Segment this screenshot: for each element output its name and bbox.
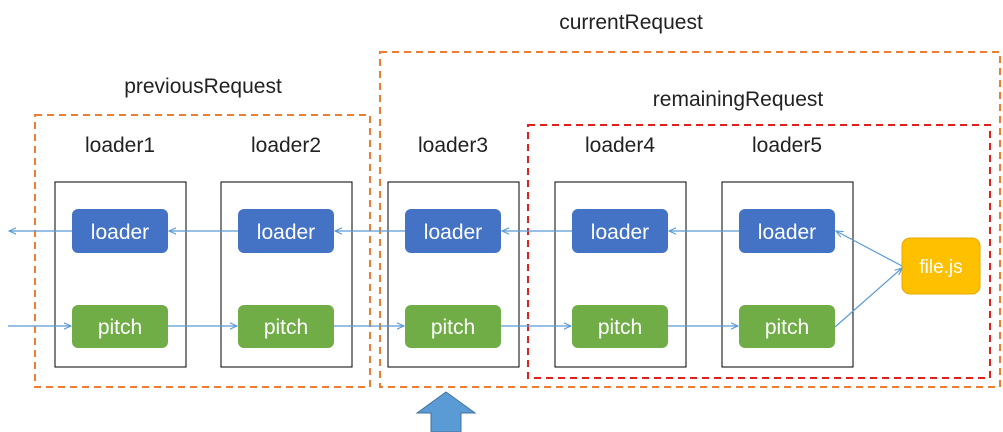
- current-request-region: [379, 51, 1001, 388]
- remaining-request-label: remainingRequest: [653, 88, 824, 111]
- loader-title: loader2: [251, 134, 321, 157]
- pitch-phase-arrows: [8, 268, 902, 327]
- current-loader-up-arrow: [415, 391, 477, 432]
- normal-loader-label: loader: [257, 221, 315, 244]
- loader-column-1: loader1 loader pitch: [54, 134, 187, 368]
- current-request-label: currentRequest: [559, 11, 703, 34]
- normal-loader-node: [739, 209, 835, 253]
- normal-loader-node: [238, 209, 334, 253]
- previous-request-label: previousRequest: [124, 75, 282, 98]
- remaining-request-region: [527, 124, 991, 379]
- normal-loader-node: [572, 209, 668, 253]
- normal-loader-label: loader: [91, 221, 149, 244]
- normal-loader-node: [405, 209, 501, 253]
- loader-column-5: loader5 loader pitch: [721, 134, 854, 368]
- loader-title: loader3: [418, 134, 488, 157]
- loader-title: loader5: [752, 134, 822, 157]
- pitch-loader-node: [572, 305, 668, 348]
- pitch-loader-label: pitch: [98, 316, 142, 339]
- normal-phase-arrows: [9, 231, 903, 267]
- loader-title: loader1: [85, 134, 155, 157]
- pitch-loader-label: pitch: [264, 316, 308, 339]
- loader-column-2: loader2 loader pitch: [220, 134, 353, 368]
- pitch-loader-label: pitch: [431, 316, 475, 339]
- previous-request-region: [34, 114, 371, 388]
- pitch-loader-node: [405, 305, 501, 348]
- normal-loader-label: loader: [758, 221, 816, 244]
- normal-loader-label: loader: [591, 221, 649, 244]
- loader-column-4: loader4 loader pitch: [554, 134, 687, 368]
- pitch-loader-node: [238, 305, 334, 348]
- file-to-loader-arrow: [836, 231, 903, 267]
- normal-loader-label: loader: [424, 221, 482, 244]
- pitch-loader-node: [72, 305, 168, 348]
- pitch-loader-label: pitch: [765, 316, 809, 339]
- loader-title: loader4: [585, 134, 655, 157]
- normal-loader-node: [72, 209, 168, 253]
- loader-column-3: loader3 loader pitch: [387, 134, 520, 368]
- pitch-to-file-arrow: [834, 268, 902, 328]
- pitch-loader-node: [739, 305, 835, 348]
- file-node-label: file.js: [919, 257, 962, 278]
- pitch-loader-label: pitch: [598, 316, 642, 339]
